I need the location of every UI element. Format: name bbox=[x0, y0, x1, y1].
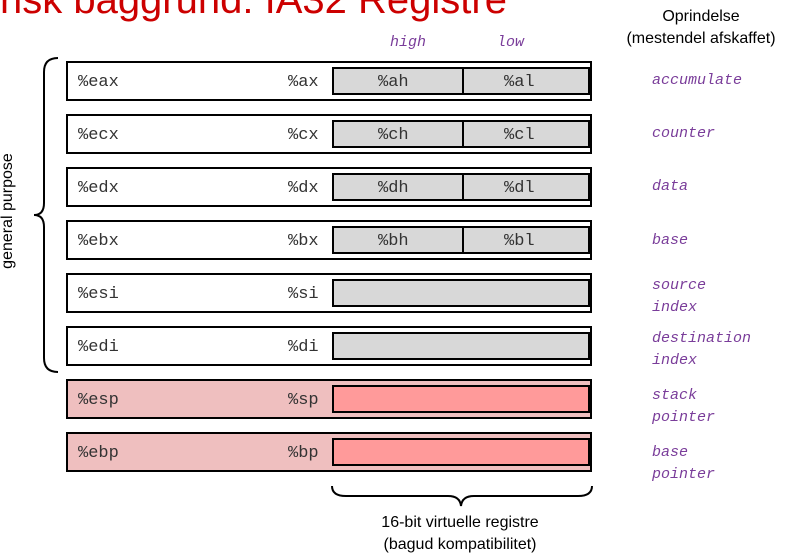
origin-text: stack pointer bbox=[652, 385, 715, 429]
sixteen-bit-label-line2: (bagud kompatibilitet) bbox=[383, 536, 537, 553]
reg16-box bbox=[332, 332, 590, 360]
byte-divider bbox=[462, 228, 464, 252]
reg16-box bbox=[332, 385, 590, 413]
reg-low-byte: %al bbox=[504, 73, 535, 92]
register-row-ebp: %ebp %bp bbox=[66, 432, 592, 472]
origin-header-line1: Oprindelse bbox=[662, 8, 740, 25]
reg16-name: %bp bbox=[288, 444, 319, 463]
reg16-box: %dh %dl bbox=[332, 173, 590, 201]
reg16-box: %bh %bl bbox=[332, 226, 590, 254]
reg32-name: %ebx bbox=[78, 232, 119, 251]
reg-high-byte: %ah bbox=[378, 73, 409, 92]
origin-text: accumulate bbox=[652, 70, 742, 92]
reg16-name: %dx bbox=[288, 179, 319, 198]
origin-text: destination index bbox=[652, 328, 751, 372]
reg16-name: %bx bbox=[288, 232, 319, 251]
origin-line: base bbox=[652, 232, 689, 249]
reg32-name: %eax bbox=[78, 73, 119, 92]
register-row-ecx: %ecx %cx %ch %cl bbox=[66, 114, 592, 154]
reg-low-byte: %dl bbox=[504, 179, 535, 198]
register-row-edx: %edx %dx %dh %dl bbox=[66, 167, 592, 207]
slide-title: risk baggrund: IA32 Registre bbox=[0, 0, 507, 22]
low-label: low bbox=[497, 34, 525, 51]
origin-line: index bbox=[652, 299, 698, 316]
byte-divider bbox=[462, 69, 464, 93]
reg16-box bbox=[332, 279, 590, 307]
origin-line: source bbox=[652, 277, 707, 294]
register-row-esi: %esi %si bbox=[66, 273, 592, 313]
reg16-box: %ch %cl bbox=[332, 120, 590, 148]
reg32-name: %edi bbox=[78, 338, 119, 357]
register-row-edi: %edi %di bbox=[66, 326, 592, 366]
general-purpose-brace bbox=[33, 57, 59, 373]
origin-line: pointer bbox=[652, 409, 716, 426]
origin-line: pointer bbox=[652, 466, 716, 483]
origin-line: index bbox=[652, 352, 698, 369]
reg-high-byte: %bh bbox=[378, 232, 409, 251]
reg32-name: %edx bbox=[78, 179, 119, 198]
reg16-name: %si bbox=[288, 285, 319, 304]
reg-low-byte: %cl bbox=[504, 126, 535, 145]
register-row-eax: %eax %ax %ah %al bbox=[66, 61, 592, 101]
reg32-name: %ecx bbox=[78, 126, 119, 145]
byte-divider bbox=[462, 122, 464, 146]
origin-text: source index bbox=[652, 275, 706, 319]
reg16-name: %cx bbox=[288, 126, 319, 145]
reg-high-byte: %ch bbox=[378, 126, 409, 145]
high-label: high bbox=[390, 34, 427, 51]
register-row-ebx: %ebx %bx %bh %bl bbox=[66, 220, 592, 260]
sixteen-bit-label: 16-bit virtuelle registre (bagud kompati… bbox=[340, 512, 580, 556]
origin-line: base bbox=[652, 444, 689, 461]
origin-line: counter bbox=[652, 125, 716, 142]
byte-divider bbox=[462, 175, 464, 199]
reg16-name: %di bbox=[288, 338, 319, 357]
reg-low-byte: %bl bbox=[504, 232, 535, 251]
origin-text: counter bbox=[652, 123, 715, 145]
reg32-name: %ebp bbox=[78, 444, 119, 463]
sixteen-bit-brace bbox=[331, 485, 593, 507]
origin-line: destination bbox=[652, 330, 752, 347]
reg16-name: %ax bbox=[288, 73, 319, 92]
origin-text: base pointer bbox=[652, 442, 715, 486]
origin-text: base bbox=[652, 230, 688, 252]
reg16-box: %ah %al bbox=[332, 67, 590, 95]
reg32-name: %esi bbox=[78, 285, 119, 304]
register-row-esp: %esp %sp bbox=[66, 379, 592, 419]
sixteen-bit-label-line1: 16-bit virtuelle registre bbox=[381, 514, 539, 531]
origin-text: data bbox=[652, 176, 688, 198]
reg16-name: %sp bbox=[288, 391, 319, 410]
origin-header: Oprindelse (mestendel afskaffet) bbox=[604, 6, 798, 50]
reg-high-byte: %dh bbox=[378, 179, 409, 198]
origin-line: accumulate bbox=[652, 72, 743, 89]
origin-line: stack bbox=[652, 387, 698, 404]
reg16-box bbox=[332, 438, 590, 466]
reg32-name: %esp bbox=[78, 391, 119, 410]
origin-header-line2: (mestendel afskaffet) bbox=[626, 30, 776, 47]
origin-line: data bbox=[652, 178, 689, 195]
